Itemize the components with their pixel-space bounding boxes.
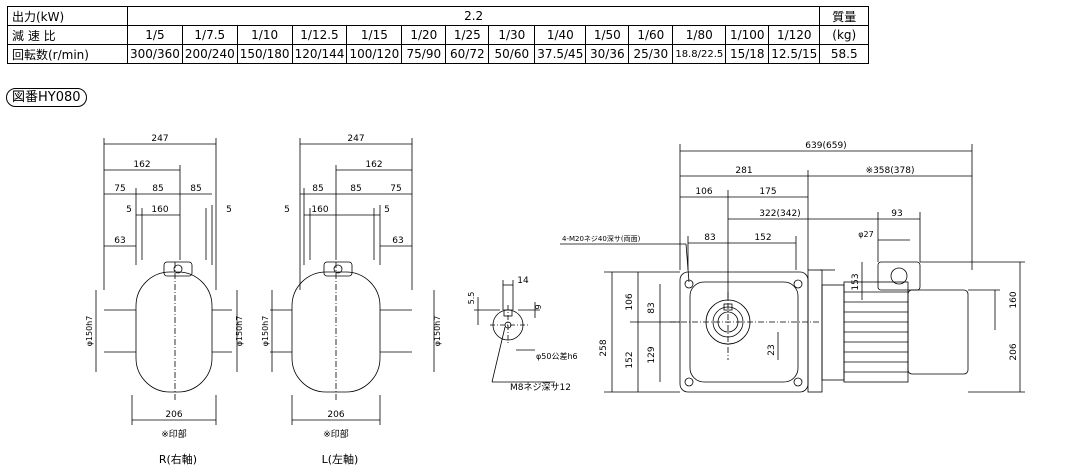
r-dim-63: 63 — [114, 236, 125, 246]
speed-cell: 75/90 — [401, 44, 447, 64]
speed-cell: 60/72 — [445, 44, 490, 64]
f-dim-152h: 152 — [754, 233, 771, 243]
r-shaft-dim-right: φ150h7 — [235, 316, 244, 347]
speed-cell: 200/240 — [181, 44, 238, 64]
l-shaft-dim-left: φ150h7 — [261, 316, 270, 347]
speed-cell: 300/360 — [127, 44, 183, 64]
r-dim-5b: 5 — [226, 205, 232, 215]
spec-table: 出力(kW) 2.2 質量 減 速 比 1/5 1/7.5 1/10 1/12.… — [7, 6, 870, 64]
speed-row: 回転数(r/min) 300/360 200/240 150/180 120/1… — [7, 44, 870, 64]
speed-cell: 120/144 — [291, 44, 348, 64]
l-dim-75: 75 — [390, 184, 401, 194]
ratio-cell: 1/40 — [534, 25, 587, 45]
shaft-tap-note: M8ネジ深サ12 — [510, 382, 571, 393]
f-dim-129: 129 — [647, 346, 657, 363]
l-view-title: L(左軸) — [322, 452, 359, 466]
l-shaft-dim-right: φ150h7 — [433, 316, 442, 347]
f-tap-note: 4-M20ネジ40深サ(両面) — [562, 234, 641, 243]
l-dim-162: 162 — [365, 160, 382, 170]
l-dim-160: 160 — [311, 205, 328, 215]
f-dim-83h: 83 — [704, 233, 715, 243]
f-dim-160: 160 — [1009, 291, 1019, 308]
f-dim-206: 206 — [1009, 343, 1019, 360]
speed-cell: 25/30 — [628, 44, 674, 64]
l-dim-85b: 85 — [350, 184, 361, 194]
r-note: ※印部 — [161, 428, 187, 440]
r-dim-162: 162 — [133, 160, 150, 170]
shaft-dim-9: 9 — [534, 304, 543, 309]
l-dim-5b: 5 — [384, 205, 390, 215]
speed-cell: 37.5/45 — [534, 44, 587, 64]
speed-cell: 30/36 — [585, 44, 630, 64]
f-dim-27: φ27 — [858, 230, 873, 239]
f-dim-639: 639(659) — [805, 141, 846, 151]
shaft-dim-5-5: 5.5 — [467, 292, 476, 305]
r-dim-5a: 5 — [126, 205, 132, 215]
ratio-cell: 1/100 — [725, 25, 770, 45]
drawing-number-badge: 図番HY080 — [6, 88, 87, 107]
shaft-detail — [474, 280, 555, 383]
f-dim-153: 153 — [851, 273, 861, 290]
f-dim-322: 322(342) — [759, 209, 800, 219]
f-dim-106h: 106 — [695, 187, 712, 197]
mass-value: 58.5 — [819, 44, 870, 64]
f-dim-152v: 152 — [625, 351, 635, 368]
f-dim-358: ※358(378) — [866, 166, 915, 176]
shaft-dim-diameter: φ50公差h6 — [536, 351, 578, 361]
r-shaft-dim-left: φ150h7 — [85, 316, 94, 347]
l-dim-5a: 5 — [284, 205, 290, 215]
f-dim-281: 281 — [735, 166, 752, 176]
f-dim-258: 258 — [599, 339, 609, 356]
l-dim-206: 206 — [327, 410, 344, 420]
shaft-dim-14: 14 — [517, 276, 529, 286]
front-view — [560, 144, 1025, 393]
speed-cell: 50/60 — [488, 44, 536, 64]
ratio-cell: 1/20 — [401, 25, 447, 45]
speed-cell: 100/120 — [346, 44, 403, 64]
r-dim-75: 75 — [114, 184, 125, 194]
r-dim-85a: 85 — [152, 184, 163, 194]
r-view-title: R(右軸) — [159, 452, 197, 466]
ratio-cell: 1/7.5 — [181, 25, 238, 45]
right-view — [95, 138, 238, 425]
speed-label: 回転数(r/min) — [7, 44, 128, 64]
f-dim-83v: 83 — [647, 302, 657, 313]
ratio-cell: 1/120 — [768, 25, 821, 45]
r-dim-85b: 85 — [190, 184, 201, 194]
f-dim-175: 175 — [759, 187, 776, 197]
r-dim-206: 206 — [165, 410, 182, 420]
ratio-cell: 1/5 — [127, 25, 183, 45]
speed-cell: 12.5/15 — [768, 44, 821, 64]
f-dim-106v: 106 — [625, 293, 635, 310]
l-dim-85a: 85 — [312, 184, 323, 194]
ratio-cell: 1/80 — [672, 25, 727, 45]
r-dim-247: 247 — [151, 134, 168, 144]
left-view — [270, 138, 435, 425]
f-dim-93: 93 — [891, 209, 902, 219]
ratio-row: 減 速 比 1/5 1/7.5 1/10 1/12.5 1/15 1/20 1/… — [7, 25, 870, 45]
l-note: ※印部 — [323, 428, 349, 440]
r-dim-160: 160 — [151, 205, 168, 215]
l-dim-63: 63 — [392, 236, 403, 246]
l-dim-247: 247 — [347, 134, 364, 144]
f-dim-23: 23 — [767, 344, 777, 355]
